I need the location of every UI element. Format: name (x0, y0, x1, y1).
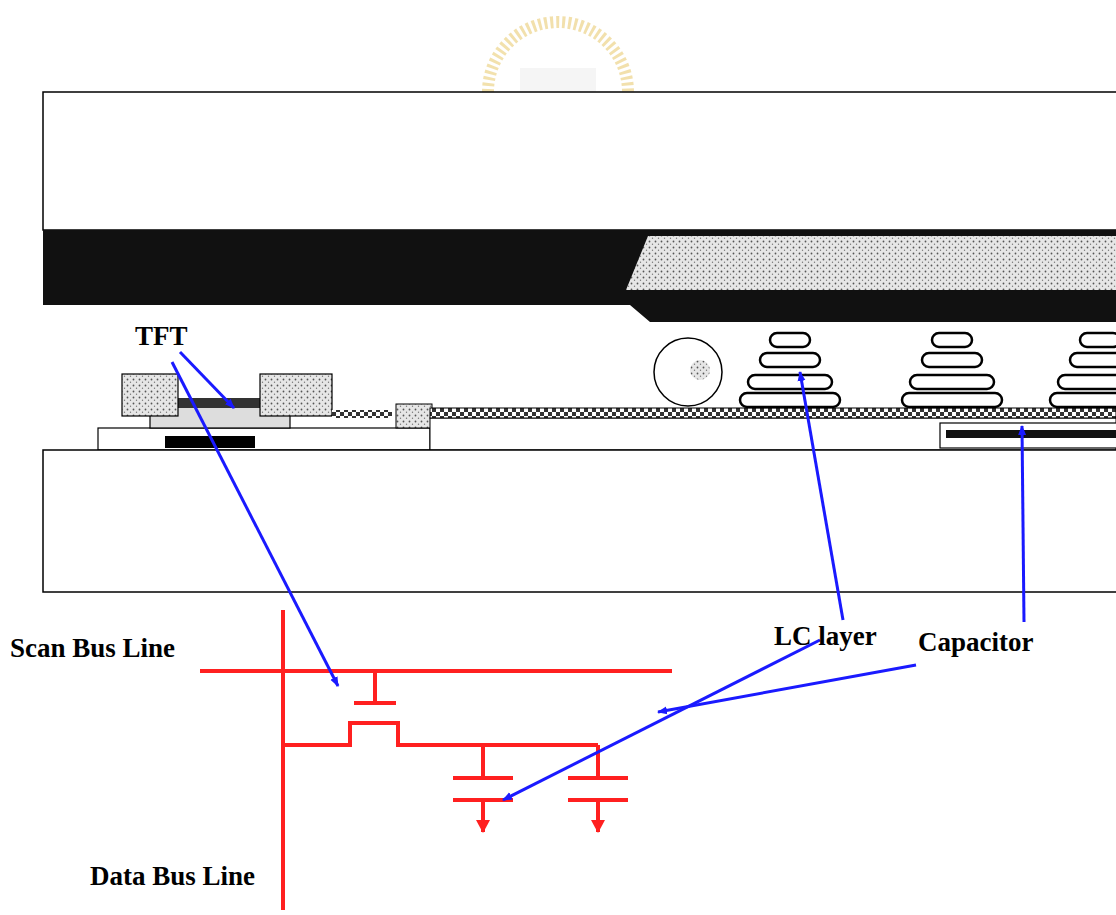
top-glass (43, 92, 1116, 230)
watermark-logo (488, 22, 628, 92)
leader-arrows (172, 352, 1024, 800)
alignment-layer (430, 408, 1116, 418)
signal-label: Data Bus Line (90, 862, 255, 892)
signal-label: Scan Bus Line (10, 634, 175, 664)
storage-capacitor (940, 423, 1116, 448)
part-label: Capacitor (918, 628, 1033, 658)
pixel-circuit (200, 610, 672, 910)
black-matrix-layer (43, 230, 1116, 322)
tft-structure (98, 374, 432, 450)
lc-molecules (740, 333, 1116, 407)
part-label: TFT (135, 322, 188, 352)
part-label: LC layer (774, 622, 877, 652)
color-filter (626, 236, 1116, 290)
spacer-ball (654, 338, 722, 406)
bottom-glass (43, 450, 1116, 592)
